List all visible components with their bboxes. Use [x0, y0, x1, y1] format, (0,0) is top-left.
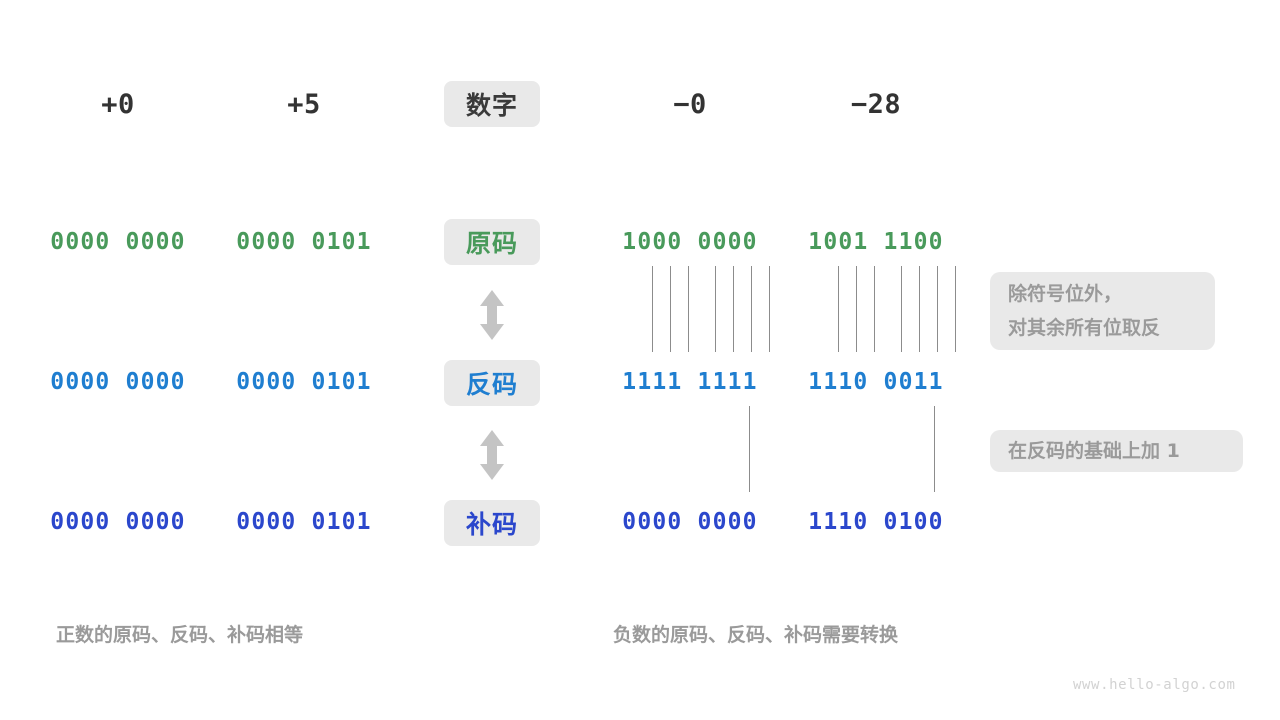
row-sign-magnitude-neg-zero: 1000 0000: [622, 229, 758, 255]
note-add-one-line1: 在反码的基础上加 1: [1008, 440, 1180, 462]
row-label-twos-complement: 补码: [465, 510, 518, 539]
header-chip-number: 数字: [444, 81, 540, 127]
row-label-chip-twos-complement: 补码: [444, 500, 540, 546]
note-add-one: 在反码的基础上加 1: [990, 430, 1243, 472]
row-sign-magnitude-pos-five: 0000 0101: [236, 229, 372, 255]
connector-neg-28-bit4: [901, 266, 903, 352]
row-twos-complement-pos-five: 0000 0101: [236, 509, 372, 535]
header-pos-zero: +0: [101, 88, 135, 120]
row-ones-complement-neg-28: 1110 0011: [808, 369, 944, 395]
connector-neg-28-bit6: [937, 266, 939, 352]
connector-neg-28-bit5: [919, 266, 921, 352]
connector-neg-zero-bit4: [715, 266, 717, 352]
double-arrow-vertical-icon-2: [472, 428, 512, 482]
connector-neg-zero-bit1: [652, 266, 654, 352]
row-label-sign-magnitude: 原码: [465, 229, 518, 258]
row-label-chip-sign-magnitude: 原码: [444, 219, 540, 265]
note-invert-bits-line1: 除符号位外，: [1008, 283, 1123, 305]
header-neg-zero: −0: [673, 88, 707, 120]
row-ones-complement-pos-zero: 0000 0000: [50, 369, 186, 395]
note-invert-bits-line2: 对其余所有位取反: [1008, 317, 1161, 339]
note-invert-bits: 除符号位外， 对其余所有位取反: [990, 272, 1215, 350]
row-label-chip-ones-complement: 反码: [444, 360, 540, 406]
caption-positive: 正数的原码、反码、补码相等: [56, 624, 304, 646]
connector-neg-zero-bit2: [670, 266, 672, 352]
header-neg-28: −28: [850, 88, 902, 120]
row-sign-magnitude-pos-zero: 0000 0000: [50, 229, 186, 255]
row-sign-magnitude-neg-28: 1001 1100: [808, 229, 944, 255]
row-ones-complement-pos-five: 0000 0101: [236, 369, 372, 395]
connector-neg-zero-bit5: [733, 266, 735, 352]
watermark: www.hello-algo.com: [1073, 677, 1236, 693]
header-chip-number-label: 数字: [465, 91, 518, 120]
double-arrow-vertical-icon-1: [472, 288, 512, 342]
connector-neg-zero-bit3: [688, 266, 690, 352]
row-ones-complement-neg-zero: 1111 1111: [622, 369, 758, 395]
caption-negative: 负数的原码、反码、补码需要转换: [613, 624, 899, 646]
connector-neg-28-bit1: [838, 266, 840, 352]
connector-carry-neg-28: [934, 406, 936, 492]
connector-neg-28-bit7: [955, 266, 957, 352]
connector-carry-neg-zero: [749, 406, 751, 492]
connector-neg-zero-bit7: [769, 266, 771, 352]
row-twos-complement-pos-zero: 0000 0000: [50, 509, 186, 535]
row-twos-complement-neg-zero: 0000 0000: [622, 509, 758, 535]
row-twos-complement-neg-28: 1110 0100: [808, 509, 944, 535]
header-pos-five: +5: [287, 88, 321, 120]
connector-neg-zero-bit6: [751, 266, 753, 352]
connector-neg-28-bit3: [874, 266, 876, 352]
connector-neg-28-bit2: [856, 266, 858, 352]
row-label-ones-complement: 反码: [465, 370, 518, 399]
